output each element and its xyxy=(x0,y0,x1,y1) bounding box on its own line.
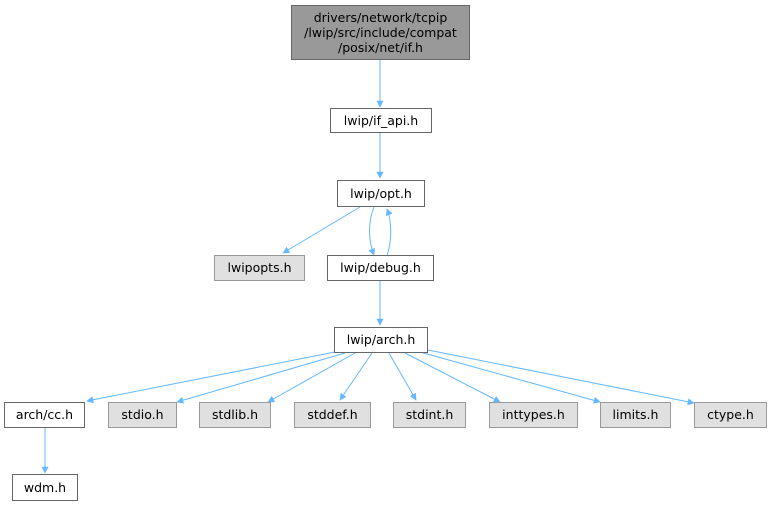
edge-arch-to-stddef xyxy=(339,352,373,401)
edge-opt-to-debug xyxy=(368,206,375,256)
node-label: stdlib.h xyxy=(211,407,259,422)
node-label: limits.h xyxy=(612,407,659,422)
edge-arch-to-limits xyxy=(419,351,601,404)
edge-arch-to-stdio xyxy=(176,352,346,404)
node-lwip-if-api-h[interactable]: lwip/if_api.h xyxy=(330,108,432,133)
root-label-line-2: /lwip/src/include/compat xyxy=(304,25,457,40)
node-lwip-opt-h[interactable]: lwip/opt.h xyxy=(337,180,425,207)
node-lwip-debug-h[interactable]: lwip/debug.h xyxy=(327,255,434,281)
node-lwipopts-h: lwipopts.h xyxy=(214,255,305,281)
edge-opt-to-lwipopts xyxy=(282,206,361,254)
node-lwip-arch-h[interactable]: lwip/arch.h xyxy=(334,327,428,353)
root-label-line-3: /posix/net/if.h xyxy=(338,40,423,55)
node-label: stddef.h xyxy=(307,407,358,422)
node-ctype-h: ctype.h xyxy=(694,402,767,428)
node-label: lwip/debug.h xyxy=(340,260,421,275)
edge-arch-to-stdlib xyxy=(267,352,356,403)
node-label: lwip/opt.h xyxy=(350,185,412,201)
node-root-if-h: drivers/network/tcpip /lwip/src/include/… xyxy=(291,5,470,60)
node-label: stdio.h xyxy=(121,407,164,422)
node-label: inttypes.h xyxy=(502,407,565,422)
node-stddef-h: stddef.h xyxy=(294,402,371,428)
node-wdm-h[interactable]: wdm.h xyxy=(12,474,78,501)
node-stdint-h: stdint.h xyxy=(393,402,466,428)
node-label: lwip/arch.h xyxy=(346,332,416,347)
node-label: wdm.h xyxy=(23,479,67,495)
node-limits-h: limits.h xyxy=(600,402,671,428)
node-label: stdint.h xyxy=(405,407,454,422)
edge-arch-to-ctype xyxy=(427,349,695,406)
node-arch-cc-h[interactable]: arch/cc.h xyxy=(4,402,85,428)
edge-arch-to-inttypes xyxy=(404,352,501,403)
node-stdio-h: stdio.h xyxy=(108,402,177,428)
node-label: arch/cc.h xyxy=(15,407,74,422)
root-label-line-1: drivers/network/tcpip xyxy=(313,10,448,25)
node-label: ctype.h xyxy=(707,407,754,422)
edge-arch-to-stdint xyxy=(388,352,417,401)
node-stdlib-h: stdlib.h xyxy=(199,402,271,428)
edge-debug-to-opt xyxy=(385,208,393,257)
node-label: lwipopts.h xyxy=(227,260,292,275)
node-label: lwip/if_api.h xyxy=(343,112,419,128)
node-inttypes-h: inttypes.h xyxy=(489,402,578,428)
edge-arch-to-cc xyxy=(86,351,336,404)
